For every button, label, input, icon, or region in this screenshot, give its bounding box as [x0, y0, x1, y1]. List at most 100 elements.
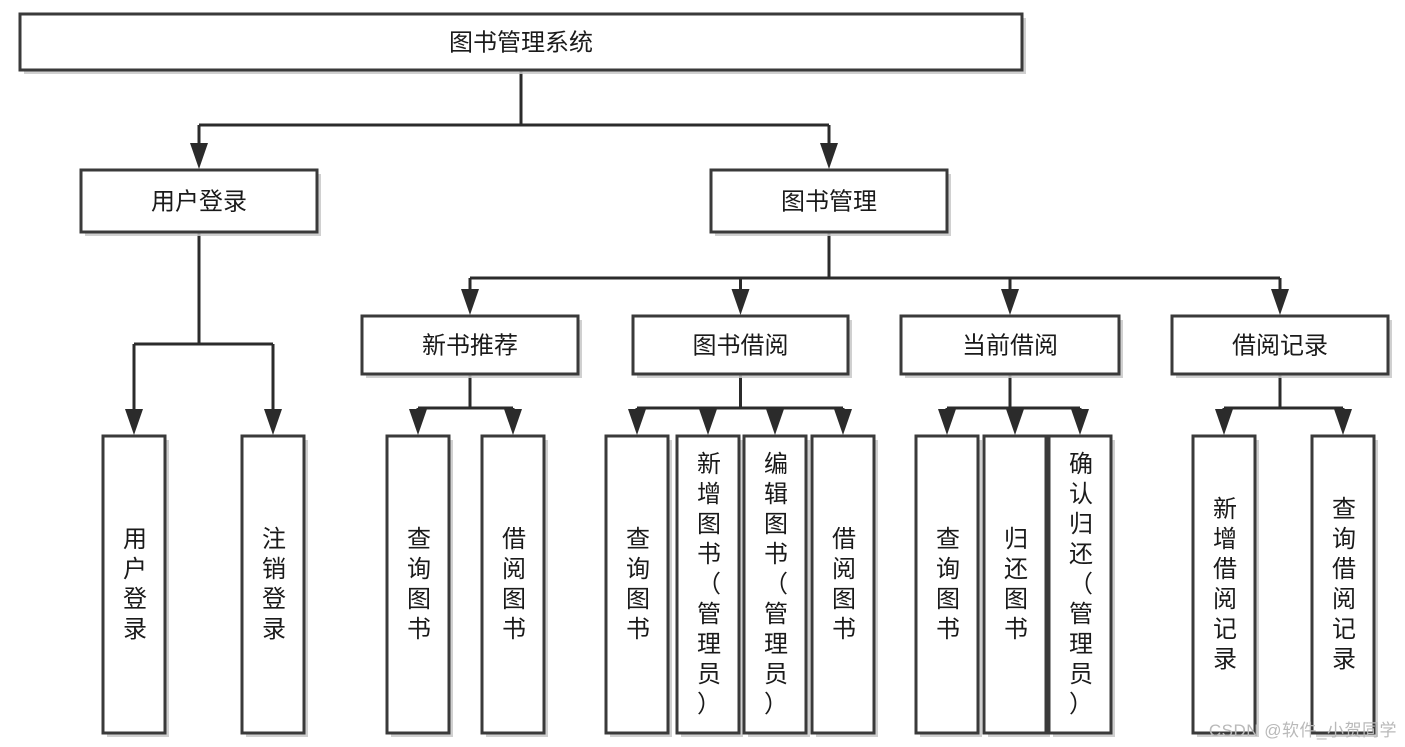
arrowhead-icon [699, 409, 717, 435]
node-label-char: 户 [123, 556, 147, 583]
node-label-char: 书 [626, 616, 650, 643]
node-rect[interactable] [604, 434, 670, 735]
node-label-char: 询 [1332, 526, 1356, 553]
node-label-char: 编 [764, 451, 788, 478]
edge-group-user-login [125, 232, 282, 435]
node-label-char: 记 [1213, 616, 1237, 643]
node-label-char: 图 [626, 586, 650, 613]
node-label-char: 借 [502, 526, 526, 553]
node-rect[interactable] [360, 314, 580, 376]
node-label-char: 查 [1332, 496, 1356, 523]
node-label-char: 确 [1069, 451, 1093, 478]
edge-group-borrow-record [1215, 374, 1352, 435]
node-label-char: 图 [697, 511, 721, 538]
node-label-char: 书 [1004, 616, 1028, 643]
nodes-layer: 图书管理系统用户登录图书管理新书推荐图书借阅当前借阅借阅记录用户登录注销登录查询… [18, 12, 1392, 737]
node-current-borrow[interactable]: 当前借阅 [899, 314, 1123, 378]
node-label-char: 图 [936, 586, 960, 613]
node-label-char: 书 [407, 616, 431, 643]
node-book-manage[interactable]: 图书管理 [709, 168, 951, 236]
edges-layer [125, 70, 1352, 435]
node-label-char: 借 [832, 526, 856, 553]
node-rect[interactable] [1310, 434, 1376, 735]
node-label-char: 管 [1069, 601, 1093, 628]
arrowhead-icon [1006, 409, 1024, 435]
node-rect[interactable] [982, 434, 1048, 735]
node-label-char: 查 [407, 526, 431, 553]
node-label-char: ） [764, 691, 788, 718]
node-label-char: 新 [697, 451, 721, 478]
node-root[interactable]: 图书管理系统 [18, 12, 1026, 74]
node-label: 图书管理系统 [449, 30, 593, 57]
node-label-char: （ [697, 571, 721, 598]
node-label-char: 员 [697, 661, 721, 688]
node-label-char: 阅 [1213, 586, 1237, 613]
node-label-char: 书 [764, 541, 788, 568]
node-label-char: 图 [764, 511, 788, 538]
node-book-borrow[interactable]: 图书借阅 [631, 314, 852, 378]
node-label-char: 借 [1213, 556, 1237, 583]
node-rect[interactable] [385, 434, 451, 735]
node-user-login[interactable]: 用户登录 [79, 168, 321, 236]
node-label-char: 理 [697, 631, 721, 658]
edge-group-new-book-recommend [409, 374, 522, 435]
node-rect[interactable] [631, 314, 850, 376]
node-label-char: 录 [1213, 646, 1237, 673]
node-label-char: 图 [407, 586, 431, 613]
node-rect[interactable] [810, 434, 876, 735]
node-rect[interactable] [101, 434, 167, 735]
node-label-char: 还 [1069, 541, 1093, 568]
node-rect[interactable] [1191, 434, 1257, 735]
node-label-char: 认 [1069, 481, 1093, 508]
node-label-char: （ [764, 571, 788, 598]
arrowhead-icon [766, 409, 784, 435]
node-label-char: 录 [123, 616, 147, 643]
arrowhead-icon [190, 143, 208, 169]
edge-group-root [190, 70, 838, 169]
node-new-book-recommend[interactable]: 新书推荐 [360, 314, 582, 378]
node-rect[interactable] [79, 168, 319, 234]
node-rect[interactable] [675, 434, 741, 735]
arrowhead-icon [1071, 409, 1089, 435]
node-leaf-user-login[interactable]: 用户登录 [101, 434, 169, 737]
node-label-char: 查 [936, 526, 960, 553]
arrowhead-icon [731, 289, 750, 315]
arrowhead-icon [504, 409, 522, 435]
node-rect[interactable] [1170, 314, 1390, 376]
node-label-char: 销 [262, 556, 286, 583]
node-label-char: 注 [262, 526, 286, 553]
node-label-char: 员 [1069, 661, 1093, 688]
node-rect[interactable] [480, 434, 546, 735]
arrowhead-icon [1271, 289, 1289, 315]
arrowhead-icon [834, 409, 852, 435]
node-borrow-record[interactable]: 借阅记录 [1170, 314, 1392, 378]
node-rect[interactable] [709, 168, 949, 234]
arrowhead-icon [938, 409, 956, 435]
arrowhead-icon [1215, 409, 1233, 435]
node-label-char: 增 [1213, 526, 1237, 553]
node-label-char: 阅 [832, 556, 856, 583]
node-label-char: 归 [1004, 526, 1028, 553]
node-label-char: 书 [832, 616, 856, 643]
node-rect[interactable] [914, 434, 980, 735]
node-rect[interactable] [899, 314, 1121, 376]
node-rect[interactable] [18, 12, 1024, 72]
node-label-char: 询 [936, 556, 960, 583]
node-rect[interactable] [742, 434, 808, 735]
node-label-char: 图 [1004, 586, 1028, 613]
node-rect[interactable] [240, 434, 306, 735]
node-rect[interactable] [1047, 434, 1113, 735]
node-label-char: 录 [1332, 646, 1356, 673]
